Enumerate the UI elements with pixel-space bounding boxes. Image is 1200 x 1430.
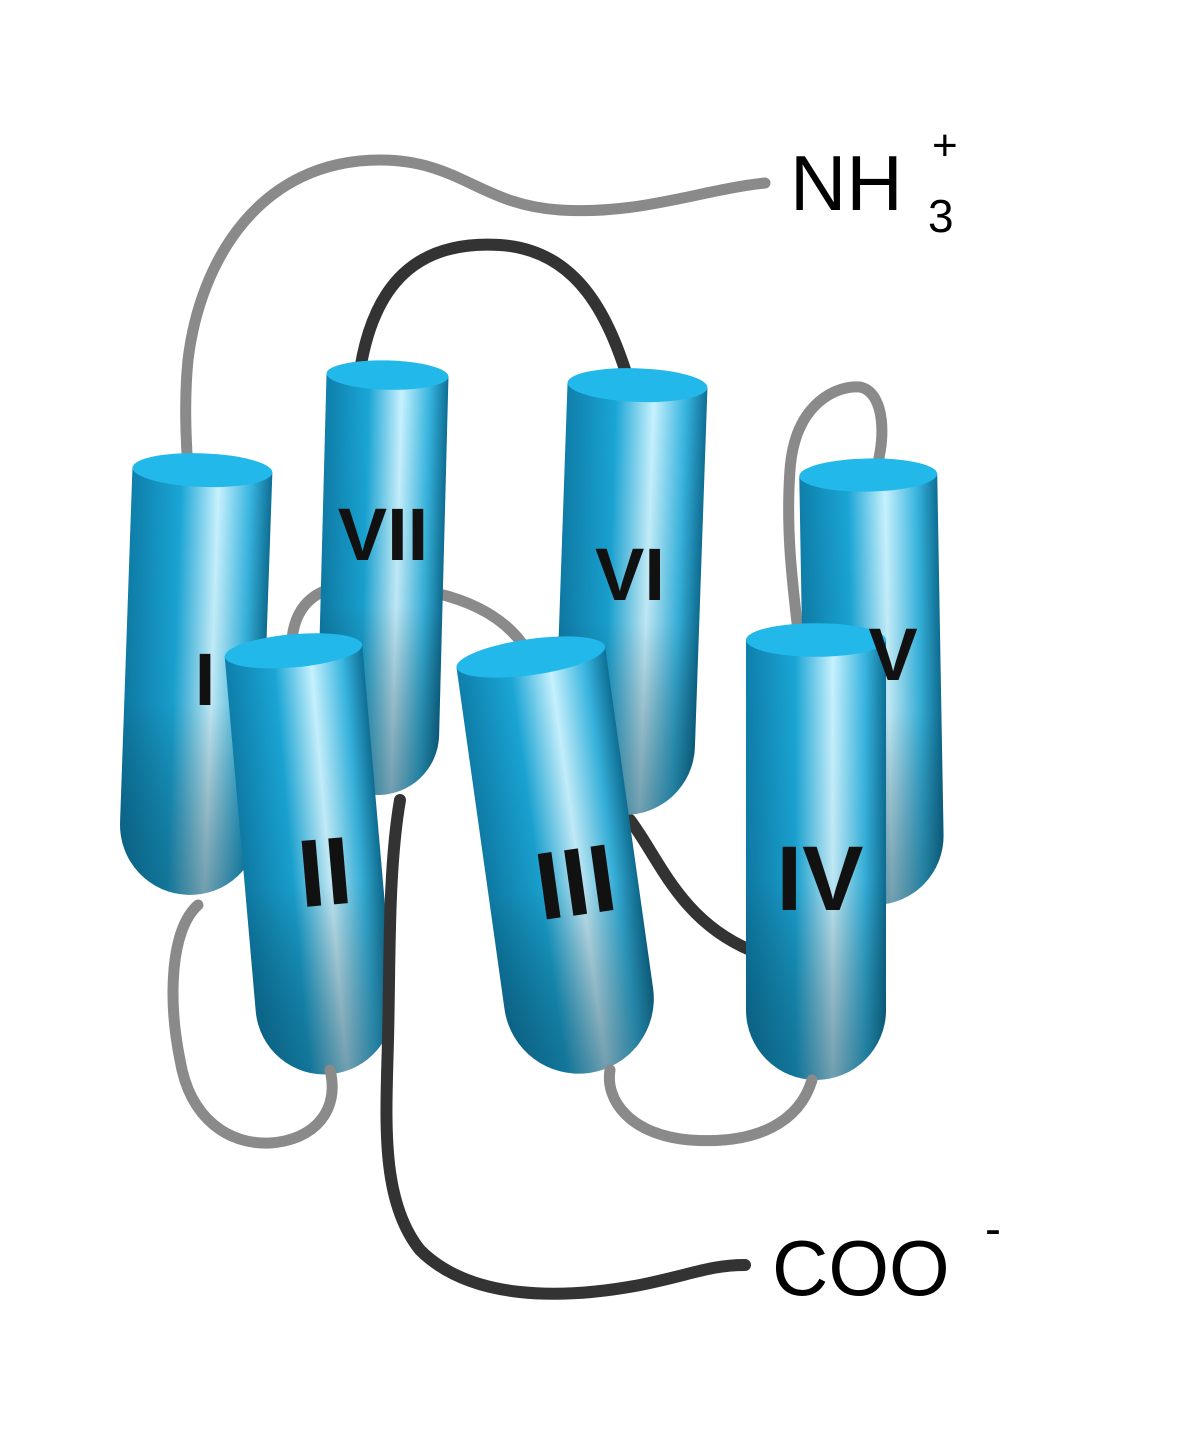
svg-text:+: + [932,121,958,170]
loop-VII-to-cterm [380,794,751,1300]
helix-i-cylinder [120,453,273,895]
helix-label-I: I [195,638,216,721]
c-terminus-main: COO [772,1224,950,1312]
helix-iv-cylinder [746,623,886,1080]
n-terminus-subscript: 3 [928,190,954,242]
helix-label-VI: VI [595,533,665,616]
loop-nterm-to-helix-I [180,154,771,476]
n-terminus-superscript: + [932,121,958,170]
loop-III-to-IV-bottom [603,1064,818,1147]
helix-label-II: II [294,817,356,928]
c-terminus-superscript: - [985,1203,1001,1256]
loop-VI-to-IV-lower [624,814,756,956]
helix-label-III: III [529,824,623,941]
svg-text:-: - [985,1203,1001,1256]
n-terminus-main: NH [790,139,903,227]
helix-label-IV: IV [777,828,864,930]
svg-text:COO: COO [772,1224,950,1312]
loop-VI-to-VII [352,238,636,391]
loop-IV-to-V [783,381,888,656]
n-terminus-label: NH 3 + [790,121,958,242]
svg-text:3: 3 [928,190,954,242]
svg-text:NH: NH [790,139,903,227]
helix-ii-cylinder [224,633,394,1075]
loop-I-to-II-bottom [167,899,338,1149]
helix-group [120,360,944,1080]
c-terminus-label: COO - [772,1203,1001,1312]
helix-label-VII: VII [338,493,428,576]
helix-iii-cylinder [456,636,654,1074]
helix-label-V: V [868,613,917,696]
